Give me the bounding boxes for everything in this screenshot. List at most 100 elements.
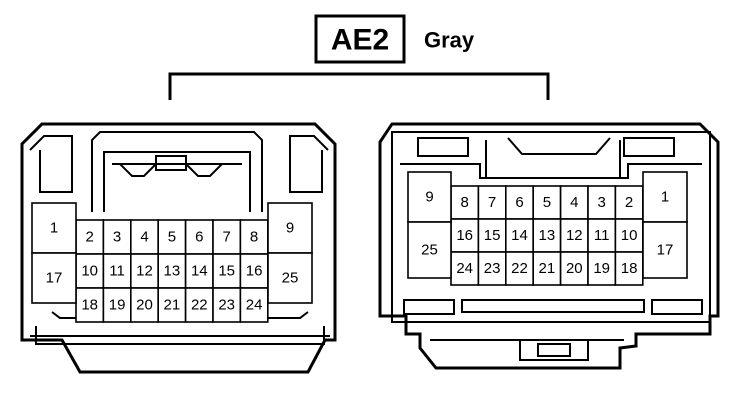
right-pin-7-label: 7 — [488, 194, 496, 211]
left-pin-9-label: 9 — [286, 220, 294, 237]
right-pin-10-label: 10 — [621, 227, 638, 244]
right-pin-23-cell — [477, 251, 507, 286]
left-pin-21-label: 21 — [164, 297, 181, 314]
right-pin-17-cell — [642, 221, 688, 279]
right-pin-8-label: 8 — [461, 194, 469, 211]
right-pin-2-label: 2 — [625, 194, 633, 211]
right-top-slot-r — [623, 137, 675, 157]
right-pin-22-label: 22 — [511, 260, 528, 277]
right-latch-body — [519, 340, 589, 361]
left-pin-18-label: 18 — [81, 297, 98, 314]
left-pin-15-label: 15 — [218, 263, 235, 280]
left-lock-hook-r — [185, 163, 223, 177]
right-pin-9-label: 9 — [425, 189, 433, 206]
left-housing-notch-l — [29, 135, 73, 193]
left-lock-inner — [103, 151, 251, 212]
left-pin-24-cell — [239, 287, 269, 323]
right-pin-11-cell — [587, 218, 617, 253]
right-top-slot-l — [417, 137, 469, 157]
connector-code-box — [314, 14, 406, 64]
right-pin-14-label: 14 — [511, 227, 528, 244]
left-pin-12-label: 12 — [136, 263, 153, 280]
left-pin-25-label: 25 — [282, 270, 299, 287]
right-latch-tab — [537, 343, 571, 357]
right-top-key — [507, 137, 611, 155]
left-lock-tab — [155, 155, 187, 171]
left-pin-2-label: 2 — [86, 229, 94, 246]
left-pin-6-label: 6 — [195, 229, 203, 246]
connector-code: AE2 — [331, 24, 389, 57]
left-base-step — [35, 326, 325, 345]
left-housing-notch-r — [289, 135, 329, 193]
left-pin-1-label: 1 — [50, 220, 58, 237]
left-lock-hook-l — [119, 163, 157, 177]
left-pin-20-label: 20 — [136, 297, 153, 314]
left-pin-15-cell — [212, 253, 242, 289]
left-pin-16-label: 16 — [246, 263, 263, 280]
left-pin-23-label: 23 — [218, 297, 235, 314]
right-bottom-slot-r — [651, 299, 703, 315]
right-pin-1-label: 1 — [661, 189, 669, 206]
right-pin-19-label: 19 — [593, 260, 610, 277]
view-bracket — [168, 72, 550, 100]
right-pin-13-label: 13 — [539, 227, 556, 244]
left-pin-24-label: 24 — [246, 297, 263, 314]
connector-color: Gray — [424, 28, 475, 53]
left-pin-5-label: 5 — [168, 229, 176, 246]
right-pin-21-label: 21 — [539, 260, 556, 277]
left-pin-3-cell — [102, 219, 132, 255]
left-pin-10-label: 10 — [81, 263, 98, 280]
right-pin-16-label: 16 — [456, 227, 473, 244]
left-lock-outer — [91, 131, 263, 212]
left-pin-13-label: 13 — [164, 263, 181, 280]
right-frame-top — [400, 163, 702, 179]
right-pin-23-label: 23 — [484, 260, 501, 277]
left-pin-3-label: 3 — [113, 229, 121, 246]
right-pin-15-label: 15 — [484, 227, 501, 244]
right-pin-9-cell — [407, 171, 452, 223]
left-housing-outline — [20, 122, 337, 374]
left-pin-23-cell — [212, 287, 242, 323]
left-pin-18-cell — [75, 287, 105, 323]
right-pin-4-label: 4 — [570, 194, 578, 211]
left-pin-22-label: 22 — [191, 297, 208, 314]
left-pin-25-cell — [267, 252, 313, 304]
right-pin-6-label: 6 — [515, 194, 523, 211]
left-pin-6-cell — [184, 219, 214, 255]
right-pin-21-cell — [532, 251, 562, 286]
right-pin-12-label: 12 — [566, 227, 583, 244]
right-housing-inner — [391, 131, 711, 323]
right-pin-17-label: 17 — [657, 242, 674, 259]
right-pin-5-label: 5 — [543, 194, 551, 211]
left-pin-7-label: 7 — [223, 229, 231, 246]
left-pin-14-cell — [184, 253, 214, 289]
right-housing-outline — [378, 122, 720, 370]
right-bottom-bar — [461, 299, 645, 313]
right-pin-20-label: 20 — [566, 260, 583, 277]
left-pin-4-label: 4 — [140, 229, 148, 246]
left-pin-11-label: 11 — [109, 263, 125, 280]
right-pin-24-label: 24 — [456, 260, 473, 277]
left-pin-21-cell — [157, 287, 187, 323]
left-pin-1-cell — [31, 202, 77, 254]
right-bottom-slot-l — [403, 299, 455, 315]
left-pin-5-cell — [157, 219, 187, 255]
right-pin-18-label: 18 — [621, 260, 638, 277]
left-pin-9-cell — [267, 202, 313, 254]
right-pin-25-label: 25 — [421, 242, 438, 259]
left-pin-19-label: 19 — [109, 297, 126, 314]
left-pin-8-label: 8 — [250, 229, 258, 246]
right-pin-19-cell — [587, 251, 617, 286]
left-pin-17-cell — [31, 252, 77, 304]
right-pin-11-label: 11 — [594, 227, 610, 244]
right-pin-24-cell — [450, 251, 480, 286]
right-pin-25-cell — [407, 221, 452, 279]
left-pin-14-label: 14 — [191, 263, 208, 280]
right-pin-13-cell — [532, 218, 562, 253]
